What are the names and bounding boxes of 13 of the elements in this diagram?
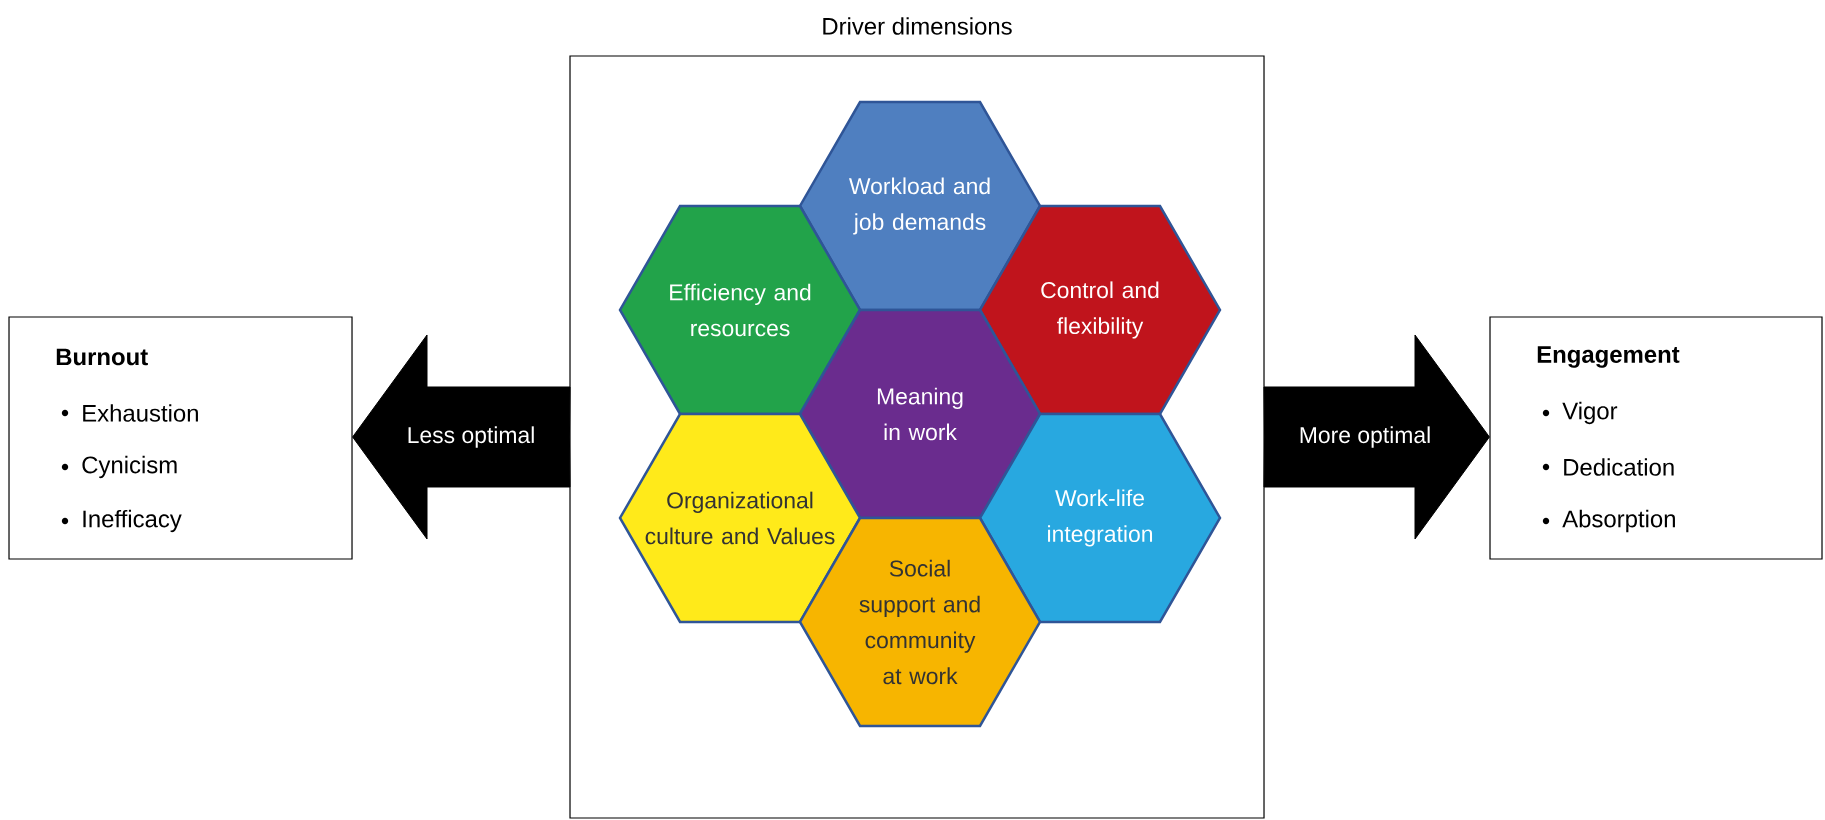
box-heading: Engagement (1537, 346, 1680, 368)
edge-label: More optimal (1300, 426, 1430, 448)
bullet-item: Dedication (1564, 458, 1674, 476)
edge-label: Less optimal (408, 426, 534, 448)
bullet-item: Cynicism (82, 455, 177, 479)
bullet-item: Absorption (1562, 509, 1675, 533)
block-arrow (1263, 334, 1490, 540)
box-heading: Burnout (56, 348, 148, 366)
block-arrow (352, 334, 571, 540)
bullet-item: Inefficacy (83, 509, 182, 533)
panel-title: Driver dimensions (823, 17, 1012, 35)
bullet-item: Vigor (1562, 401, 1618, 425)
bullet-item: Exhaustion (83, 404, 198, 422)
